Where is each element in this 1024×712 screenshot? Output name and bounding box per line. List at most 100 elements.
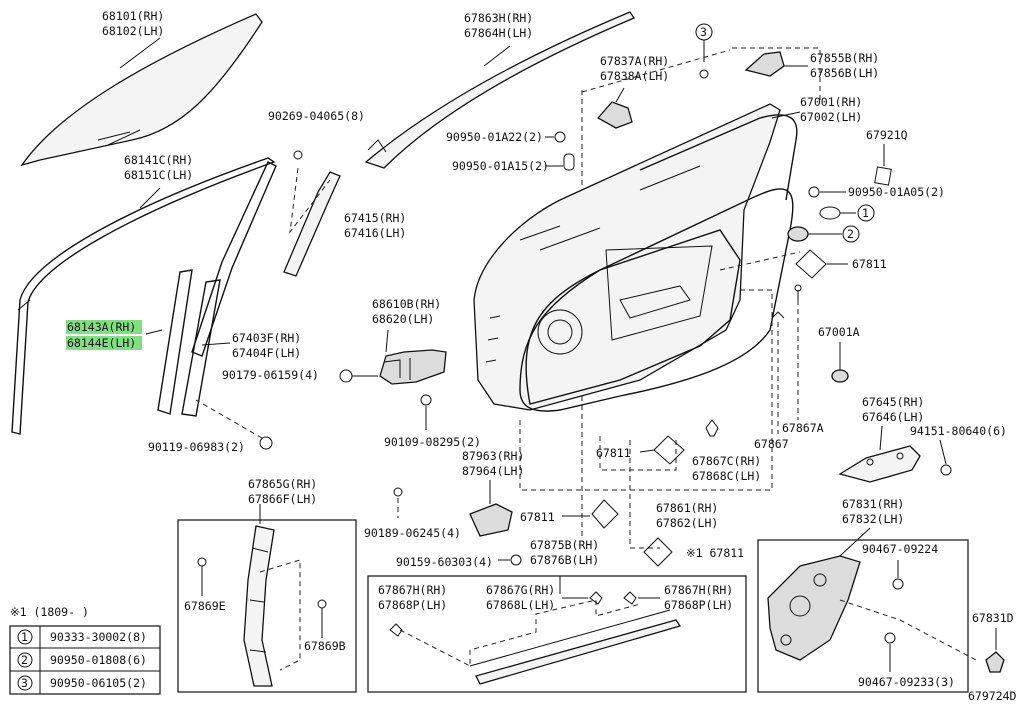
box-67865	[177, 519, 357, 693]
hinge-67831	[767, 527, 871, 661]
pad-67811-b	[639, 435, 685, 465]
label-67868p-1: 67868P(LH)	[378, 598, 447, 612]
label-67646: 67646(LH)	[862, 410, 924, 424]
label-68102: 68102(LH)	[102, 24, 164, 38]
label-67867c: 67867C(RH)	[692, 454, 761, 468]
grommet-90950-01a22	[554, 131, 566, 143]
label-68144: 68144E(LH)	[67, 336, 136, 350]
label-68151: 68151C(LH)	[124, 168, 193, 182]
bolt-94151	[939, 439, 952, 476]
label-67864: 67864H(LH)	[464, 26, 533, 40]
label-67811-d: ※1 67811	[686, 546, 744, 560]
callout-num-3: 3	[700, 25, 707, 39]
label-90159: 90159-60303(4)	[396, 555, 493, 569]
label-90950-01a05: 90950-01A05(2)	[848, 185, 945, 199]
label-90189: 90189-06245(4)	[364, 526, 461, 540]
door-glass-68101	[20, 13, 263, 167]
clip-67867h-left	[389, 623, 403, 637]
moulding-67875	[469, 609, 682, 685]
clip-67867g	[562, 591, 603, 605]
labels: 68101(RH) 68102(LH) 67863H(RH) 67864H(LH…	[66, 9, 1017, 703]
label-67855: 67855B(RH)	[810, 51, 879, 65]
label-67876: 67876B(LH)	[530, 553, 599, 567]
footnote-num-3: 3	[21, 676, 28, 690]
callout-num-1: 1	[862, 206, 869, 220]
dash-right-a	[719, 251, 801, 271]
label-90109: 90109-08295(2)	[384, 435, 481, 449]
label-67001a: 67001A	[818, 325, 860, 339]
label-87964: 87964(LH)	[462, 464, 524, 478]
label-90950-01a15: 90950-01A15(2)	[452, 159, 549, 173]
channel-67403	[181, 279, 231, 417]
label-68610: 68610B(RH)	[372, 297, 441, 311]
callout-2	[787, 225, 860, 243]
bolt-90119	[195, 399, 273, 450]
dash-mid	[599, 436, 677, 471]
label-67403: 67403F(RH)	[232, 331, 301, 345]
footnote-part-2: 90950-01808(6)	[50, 653, 147, 667]
weatherstrip-67863	[364, 11, 635, 169]
label-90179: 90179-06159(4)	[222, 368, 319, 382]
clip-67867h-right	[623, 591, 660, 605]
label-67863: 67863H(RH)	[464, 11, 533, 25]
dash-67811d	[629, 440, 660, 549]
box-moulding	[367, 575, 747, 693]
screw-90179	[339, 369, 378, 383]
label-67838: 67838A(LH)	[600, 69, 669, 83]
label-68141: 68141C(RH)	[124, 153, 193, 167]
dash-hinge-top	[732, 47, 821, 104]
footnote-table: ※1 (1809- ) 1 90333-30002(8) 2 90950-018…	[9, 605, 161, 695]
bolt-90467-lower	[884, 632, 896, 672]
bolt-90109	[420, 394, 432, 430]
pad-67811-a	[795, 249, 848, 279]
label-67867a: 67867A	[782, 421, 824, 435]
footnote-num-1: 1	[21, 630, 28, 644]
pad-67921	[874, 144, 892, 186]
label-67868p-2: 67868P(LH)	[664, 598, 733, 612]
diagram-id: 679724D	[968, 689, 1017, 703]
box-67831	[757, 539, 969, 693]
label-67868c: 67868C(LH)	[692, 469, 761, 483]
label-67811-a: 67811	[852, 257, 887, 271]
bracket-67837	[596, 87, 633, 129]
highlight-68143	[66, 320, 142, 334]
footnote-header: ※1 (1809- )	[10, 605, 89, 619]
label-67921: 67921Q	[866, 128, 908, 142]
label-67416: 67416(LH)	[344, 226, 406, 240]
dash-67831d	[839, 599, 977, 661]
door-lock-68610	[379, 329, 447, 385]
label-67002: 67002(LH)	[800, 110, 862, 124]
label-90119: 90119-06983(2)	[148, 440, 245, 454]
label-67862: 67862(LH)	[656, 516, 718, 530]
label-67868l: 67868L(LH)	[486, 598, 555, 612]
label-67831: 67831(RH)	[842, 497, 904, 511]
leader-67863	[483, 45, 511, 67]
dash-90269	[289, 167, 331, 234]
callout-1	[819, 204, 875, 222]
label-67856: 67856B(LH)	[810, 66, 879, 80]
label-90269: 90269-04065(8)	[268, 109, 365, 123]
pad-67811-d	[643, 537, 673, 567]
bolt-90467-upper	[892, 560, 904, 590]
label-90467-b: 90467-09233(3)	[858, 675, 955, 689]
glass-run-68141	[11, 157, 276, 435]
clip-67867c	[705, 419, 719, 437]
trim-67865	[243, 525, 275, 687]
label-67867: 67867	[754, 437, 789, 451]
footnote-part-1: 90333-30002(8)	[50, 630, 147, 644]
frame-strip-68143	[145, 269, 193, 415]
clip-90269	[293, 150, 303, 160]
label-68620: 68620(LH)	[372, 312, 434, 326]
label-67869b: 67869B	[304, 639, 346, 653]
frame-strip-67001	[639, 114, 798, 201]
label-67867h-1: 67867H(RH)	[378, 583, 447, 597]
dash-frame-right	[519, 289, 773, 491]
glass-run-67415	[191, 161, 341, 357]
label-67875: 67875B(RH)	[530, 538, 599, 552]
label-67832: 67832(LH)	[842, 512, 904, 526]
label-67867h-2: 67867H(RH)	[664, 583, 733, 597]
highlight-68144	[66, 336, 142, 350]
nut-90159	[498, 554, 522, 566]
footnote-num-2: 2	[21, 653, 28, 667]
